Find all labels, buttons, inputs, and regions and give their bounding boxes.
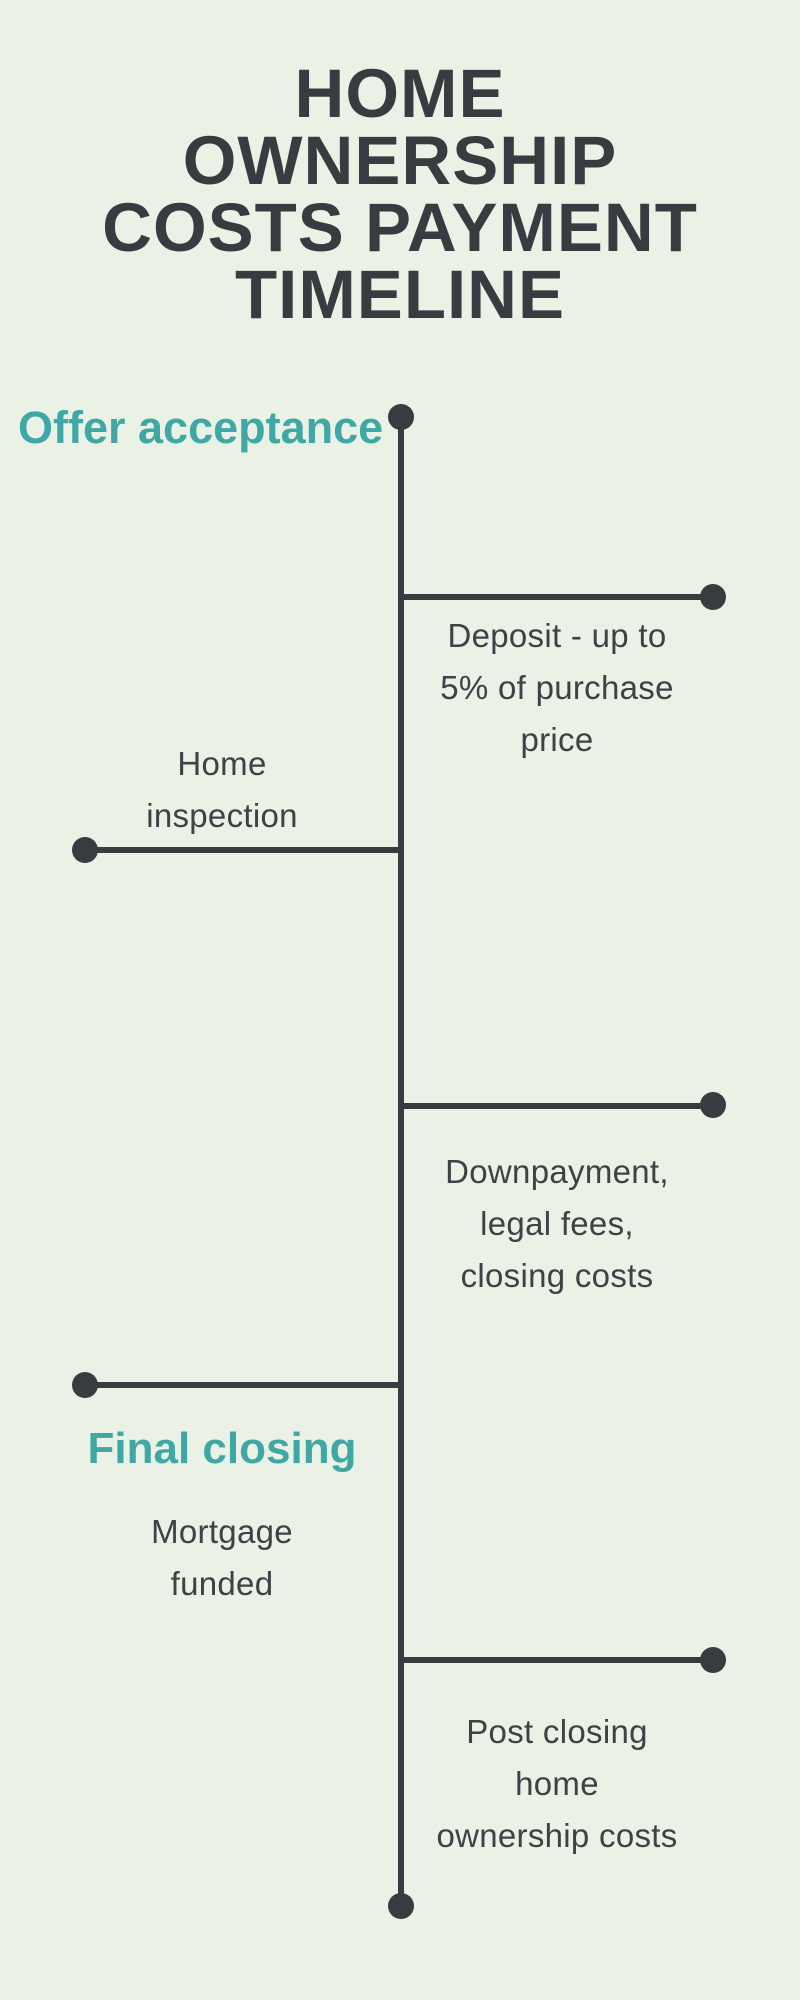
deposit-node-dot bbox=[700, 584, 726, 610]
event-label-downpayment: Downpayment, legal fees, closing costs bbox=[412, 1146, 702, 1302]
milestone-label-final-closing: Final closing bbox=[87, 1424, 357, 1473]
milestone-label-offer-acceptance: Offer acceptance bbox=[18, 402, 384, 453]
event-label-line: closing costs bbox=[460, 1257, 654, 1294]
event-label-deposit: Deposit - up to 5% of purchase price bbox=[412, 610, 702, 766]
branch-deposit bbox=[400, 594, 713, 600]
page-title-line: COSTS PAYMENT bbox=[102, 189, 698, 266]
event-label-line: price bbox=[520, 721, 594, 758]
timeline-start-dot bbox=[388, 404, 414, 430]
branch-downpayment bbox=[400, 1103, 713, 1109]
branch-final-closing bbox=[85, 1382, 400, 1388]
event-label-line: Downpayment, bbox=[445, 1153, 669, 1190]
event-label-line: Post closing bbox=[466, 1713, 648, 1750]
event-label-line: Mortgage bbox=[151, 1513, 293, 1550]
event-label-line: legal fees, bbox=[480, 1205, 634, 1242]
post-closing-node-dot bbox=[700, 1647, 726, 1673]
branch-post-closing bbox=[400, 1657, 713, 1663]
event-label-line: home bbox=[515, 1765, 599, 1802]
page-title-line: HOME bbox=[294, 55, 506, 132]
event-label-line: funded bbox=[170, 1565, 274, 1602]
final-closing-node-dot bbox=[72, 1372, 98, 1398]
event-label-line: inspection bbox=[146, 797, 298, 834]
event-label-post-closing: Post closing home ownership costs bbox=[412, 1706, 702, 1862]
event-label-line: Deposit - up to bbox=[447, 617, 667, 654]
page-title-line: OWNERSHIP bbox=[182, 122, 618, 199]
timeline-end-dot bbox=[388, 1893, 414, 1919]
event-label-line: Home bbox=[177, 745, 267, 782]
downpayment-node-dot bbox=[700, 1092, 726, 1118]
event-label-mortgage-funded: Mortgage funded bbox=[77, 1506, 367, 1610]
event-label-home-inspection: Home inspection bbox=[77, 738, 367, 842]
event-label-line: ownership costs bbox=[436, 1817, 678, 1854]
branch-home-inspection bbox=[85, 847, 400, 853]
timeline-spine bbox=[398, 415, 404, 1909]
page-title-line: TIMELINE bbox=[235, 256, 565, 333]
home-inspection-node-dot bbox=[72, 837, 98, 863]
page-title: HOME OWNERSHIP COSTS PAYMENT TIMELINE bbox=[0, 55, 800, 333]
event-label-line: 5% of purchase bbox=[440, 669, 674, 706]
